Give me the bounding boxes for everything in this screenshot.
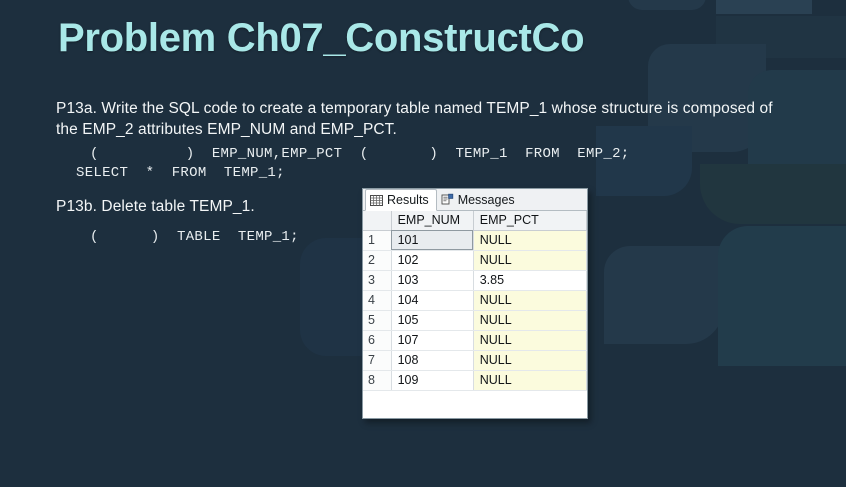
- grid-header-emp-num[interactable]: EMP_NUM: [391, 211, 474, 231]
- messages-icon: [441, 193, 453, 205]
- cell-emp-pct[interactable]: NULL: [473, 310, 587, 331]
- tab-results[interactable]: Results: [365, 189, 437, 211]
- row-number-cell[interactable]: 5: [363, 310, 392, 331]
- decor-shape-3: [716, 16, 846, 58]
- row-number-cell[interactable]: 2: [363, 250, 392, 271]
- cell-emp-pct[interactable]: NULL: [473, 250, 587, 271]
- row-number-cell[interactable]: 1: [363, 230, 392, 251]
- decor-shape-8: [718, 226, 846, 366]
- results-tabstrip: Results Messages: [363, 189, 587, 211]
- problem-p13b-text: P13b. Delete table TEMP_1.: [56, 198, 255, 215]
- tab-messages[interactable]: Messages: [437, 189, 522, 210]
- slide-body: P13a. Write the SQL code to create a tem…: [56, 98, 816, 247]
- cell-emp-num[interactable]: 101: [391, 230, 474, 251]
- tab-messages-label: Messages: [457, 192, 515, 207]
- cell-emp-pct[interactable]: 3.85: [473, 270, 587, 291]
- cell-emp-pct[interactable]: NULL: [473, 230, 587, 251]
- cell-emp-pct[interactable]: NULL: [473, 350, 587, 371]
- grid-header-emp-pct[interactable]: EMP_PCT: [473, 211, 587, 231]
- row-number-cell[interactable]: 8: [363, 370, 392, 391]
- cell-emp-pct[interactable]: NULL: [473, 330, 587, 351]
- problem-p13a-text: P13a. Write the SQL code to create a tem…: [56, 100, 773, 138]
- grid-empty-area: [363, 390, 587, 413]
- grid-header-row: EMP_NUM EMP_PCT: [363, 211, 587, 231]
- decor-shape-1: [628, 0, 706, 10]
- cell-emp-pct[interactable]: NULL: [473, 290, 587, 311]
- row-number-cell[interactable]: 4: [363, 290, 392, 311]
- p13b-code-line-1: ( ) TABLE TEMP_1;: [90, 229, 299, 245]
- grid-icon: [370, 194, 383, 206]
- p13a-code-line-2: SELECT * FROM TEMP_1;: [76, 165, 285, 181]
- row-number-cell[interactable]: 6: [363, 330, 392, 351]
- cell-emp-num[interactable]: 104: [391, 290, 474, 311]
- cell-emp-num[interactable]: 109: [391, 370, 474, 391]
- cell-emp-num[interactable]: 102: [391, 250, 474, 271]
- cell-emp-num[interactable]: 105: [391, 310, 474, 331]
- tab-results-label: Results: [387, 193, 429, 207]
- decor-shape-7: [604, 246, 724, 344]
- page-title: Problem Ch07_ConstructCo: [58, 16, 585, 60]
- row-number-cell[interactable]: 3: [363, 270, 392, 291]
- cell-emp-num[interactable]: 107: [391, 330, 474, 351]
- cell-emp-num[interactable]: 108: [391, 350, 474, 371]
- row-number-cell[interactable]: 7: [363, 350, 392, 371]
- decor-shape-2: [716, 0, 812, 14]
- grid-corner-header[interactable]: [363, 211, 392, 231]
- p13a-code-line-1: ( ) EMP_NUM,EMP_PCT ( ) TEMP_1 FROM EMP_…: [90, 146, 630, 162]
- cell-emp-pct[interactable]: NULL: [473, 370, 587, 391]
- cell-emp-num[interactable]: 103: [391, 270, 474, 291]
